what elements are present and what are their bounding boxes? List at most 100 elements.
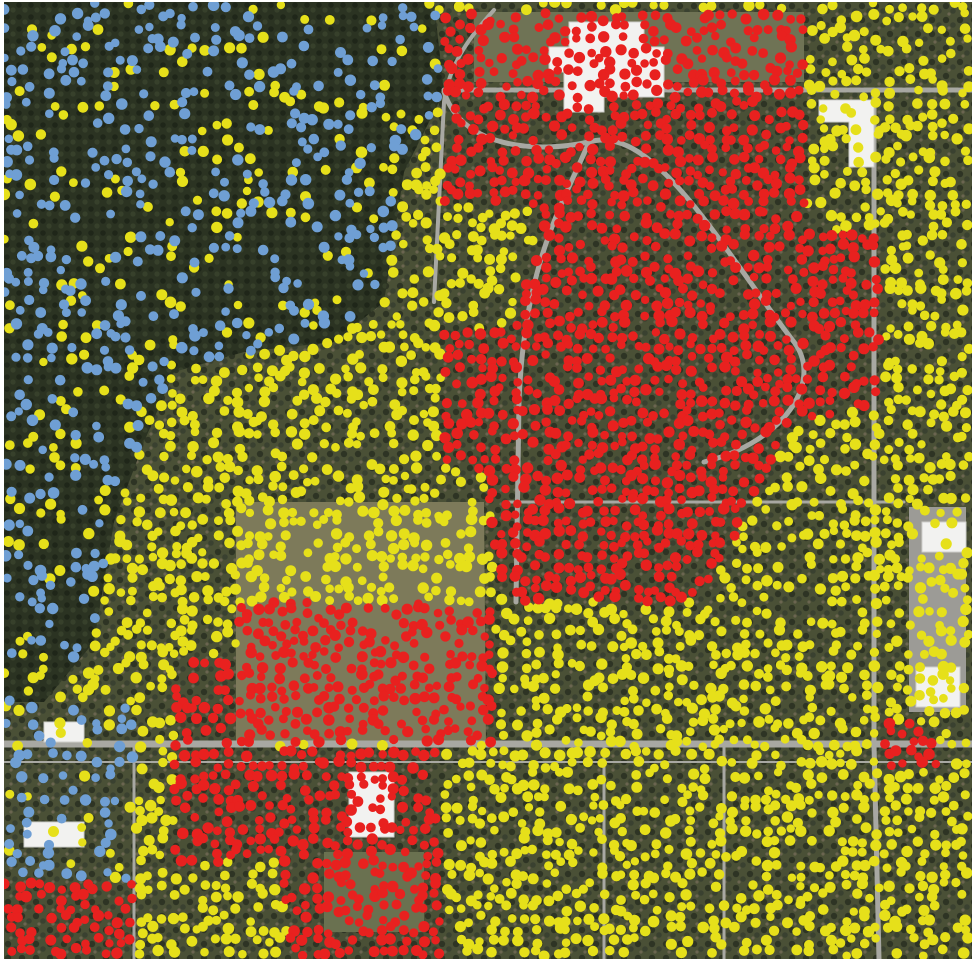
dot-blue [224,80,235,91]
dot-yellow [138,659,149,670]
dot-yellow [596,731,606,741]
dot-red [455,450,466,461]
dot-red [674,195,686,207]
dot-red [847,242,859,254]
dot-red [704,429,715,440]
dot-yellow [457,267,469,279]
dot-yellow [826,706,836,717]
dot-yellow [940,130,949,140]
dot-red [817,371,829,383]
dot-yellow [233,300,243,310]
dot-yellow [836,749,845,758]
dot-yellow [826,758,838,770]
dot-yellow [879,581,890,592]
dot-yellow [201,494,211,504]
dot-yellow [473,890,483,900]
dot-yellow [684,661,694,671]
dot-yellow [144,799,157,812]
dot-red [698,195,709,207]
dot-red [380,603,390,613]
dot-yellow [842,528,852,539]
dot-red [214,807,224,817]
dot-red [585,10,598,23]
dot-red [840,371,850,382]
dot-yellow [763,826,773,837]
dot-blue [111,153,122,165]
dot-yellow [55,460,66,471]
dot-red [615,254,627,266]
dot-red [496,547,508,559]
dot-blue [77,504,88,515]
dot-yellow [351,202,363,213]
dot-yellow [517,779,530,791]
dot-red [530,293,542,305]
dot-red [476,616,486,627]
dot-red [622,551,633,561]
dot-yellow [639,894,650,905]
dot-blue [68,785,78,795]
dot-red [686,339,695,349]
dot-red [763,25,773,35]
dot-blue [313,80,324,92]
aerial-map[interactable] [4,2,972,959]
dot-yellow [753,563,764,574]
dot-red [244,668,255,679]
dot-yellow [710,617,720,627]
dot-red [572,92,583,103]
dot-yellow [190,427,200,437]
dot-yellow [937,274,949,285]
dot-yellow [219,406,230,416]
dot-red [397,749,409,761]
dot-red [200,725,212,736]
dot-red [807,275,819,287]
dot-yellow [914,268,924,278]
dot-red [462,53,474,65]
dot-yellow [662,774,673,784]
dot-yellow [768,925,780,936]
dot-yellow [376,594,388,606]
dot-yellow [322,250,333,261]
dot-yellow [649,807,661,818]
dot-yellow [868,452,878,461]
dot-red [829,254,839,264]
dot-yellow [852,814,862,824]
dot-red [798,235,807,245]
dot-blue [16,250,27,261]
dot-red [346,757,357,768]
dot-red [869,375,880,386]
dot-red [368,761,379,772]
dot-red [871,387,881,397]
dot-red [80,899,90,910]
dot-yellow [472,943,484,955]
dot-blue [362,23,372,33]
dot-yellow [901,904,912,915]
dot-blue [79,453,91,465]
dot-blue [35,635,47,646]
dot-red [597,15,609,27]
dot-yellow [939,878,949,887]
dot-blue [208,188,219,199]
dot-yellow [904,883,915,894]
dot-red [375,869,385,878]
dot-red [486,516,498,529]
dot-red [407,835,418,846]
dot-red [685,365,697,377]
dot-yellow [499,746,509,756]
dot-red [610,190,620,200]
dot-yellow [918,904,930,917]
dot-yellow [463,869,476,881]
dot-yellow [751,856,762,866]
dot-red [373,719,384,729]
dot-red [483,407,495,419]
dot-yellow [123,629,133,640]
dot-red [550,427,562,439]
dot-red [609,591,621,603]
dot-yellow [578,884,589,894]
dot-red [678,379,688,389]
dot-red [638,173,648,184]
dot-yellow [166,374,176,383]
dot-red [522,542,532,552]
dot-yellow [82,667,95,679]
dot-yellow [130,672,142,684]
dot-red [837,238,850,250]
